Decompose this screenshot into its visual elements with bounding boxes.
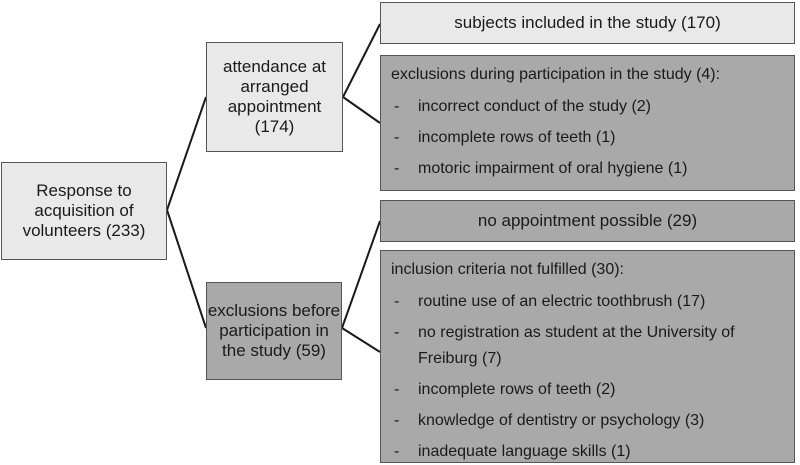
inclusion-criteria-title: inclusion criteria not fulfilled (30): xyxy=(391,261,624,278)
no-appointment-node-label: no appointment possible (29) xyxy=(477,211,698,230)
exclusions-during-list: incorrect conduct of the study (2) incom… xyxy=(391,94,784,182)
connector-before-no-appointment xyxy=(341,220,381,329)
included-node-label: subjects included in the study (170) xyxy=(454,13,721,32)
exclusions-before-node: exclusions before participation in the s… xyxy=(206,282,342,380)
root-node: Response to acquisition of volunteers (2… xyxy=(1,162,167,260)
included-node: subjects included in the study (170) xyxy=(380,2,795,44)
list-item: no registration as student at the Univer… xyxy=(391,320,784,372)
connector-root-attendance xyxy=(166,96,207,211)
root-node-label: Response to acquisition of volunteers (2… xyxy=(22,181,146,240)
connector-attendance-included xyxy=(342,23,381,98)
connector-root-exclusions-before xyxy=(166,209,207,329)
exclusions-during-title: exclusions during participation in the s… xyxy=(391,66,721,83)
exclusions-before-node-label: exclusions before participation in the s… xyxy=(207,301,341,360)
connector-before-inclusion-criteria xyxy=(341,327,381,353)
inclusion-criteria-node: inclusion criteria not fulfilled (30): r… xyxy=(380,250,795,465)
connector-attendance-exclusions-during xyxy=(342,96,381,124)
no-appointment-node: no appointment possible (29) xyxy=(380,200,795,242)
list-item: routine use of an electric toothbrush (1… xyxy=(391,289,784,315)
list-item: motoric impairment of oral hygiene (1) xyxy=(391,156,784,182)
list-item: incorrect conduct of the study (2) xyxy=(391,94,784,120)
attendance-node-label: attendance at arranged appointment (174) xyxy=(222,57,327,136)
attendance-node: attendance at arranged appointment (174) xyxy=(206,42,343,152)
list-item: knowledge of dentistry or psychology (3) xyxy=(391,408,784,434)
list-item: inadequate language skills (1) xyxy=(391,439,784,465)
exclusions-during-node: exclusions during participation in the s… xyxy=(380,55,795,191)
inclusion-criteria-list: routine use of an electric toothbrush (1… xyxy=(391,289,784,465)
list-item: incomplete rows of teeth (2) xyxy=(391,377,784,403)
list-item: incomplete rows of teeth (1) xyxy=(391,125,784,151)
